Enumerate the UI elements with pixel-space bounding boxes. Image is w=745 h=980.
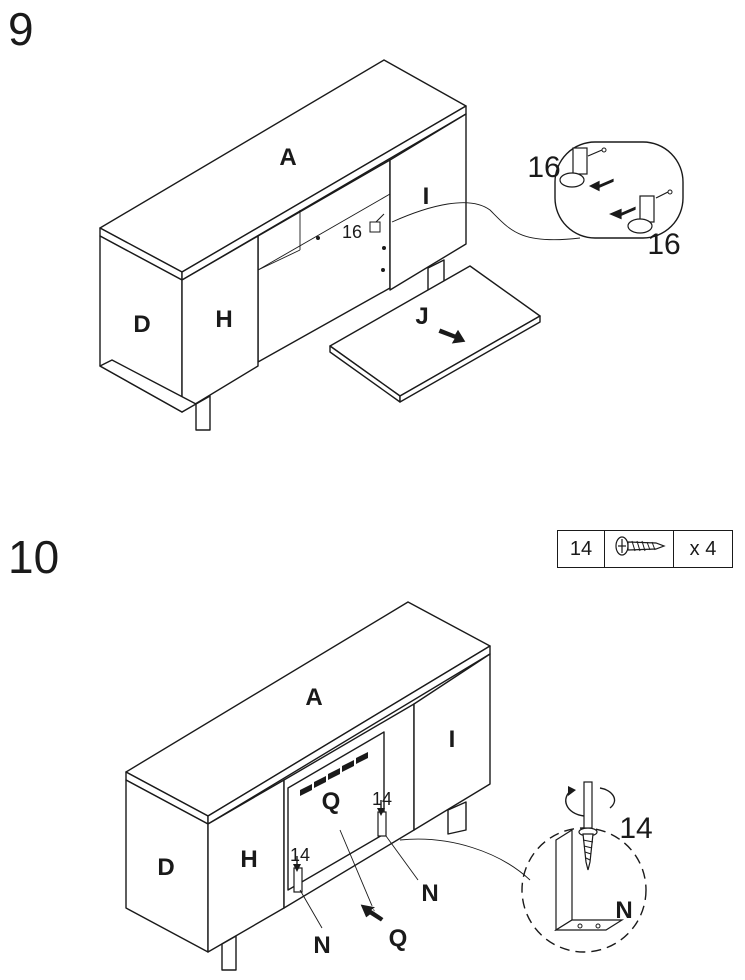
step-10-number: 10 [8, 531, 60, 583]
step-10-diagram: A I D H Q Q N N N 14 14 14 [125, 601, 653, 971]
label-part-n-detail: N [615, 897, 632, 924]
detail-leader-line [399, 838, 531, 881]
detail-leader-line [391, 202, 581, 241]
screw-detail-icon [578, 827, 598, 871]
step-9-number: 9 [8, 3, 34, 55]
hardware-icon-cell [604, 530, 674, 568]
hardware-quantity: x 4 [673, 530, 733, 568]
bracket-left-icon [293, 867, 303, 893]
bracket-detail-icon [553, 828, 625, 932]
back-panel-insert-arrow-icon [359, 903, 385, 923]
cabinet-leg-left [195, 395, 211, 431]
label-part-a: A [279, 144, 296, 171]
label-part-i: I [423, 183, 430, 210]
label-part-h: H [215, 306, 232, 333]
callout-14-right: 14 [372, 789, 392, 809]
shelf-support-detail-1-icon [559, 147, 607, 188]
label-part-d: D [157, 854, 174, 881]
label-part-n-right: N [421, 880, 438, 907]
label-part-q-panel: Q [322, 788, 341, 815]
label-part-q-arrow: Q [389, 925, 408, 952]
label-part-i: I [449, 726, 456, 753]
callout-16-detail-bottom: 16 [647, 228, 680, 261]
cabinet-left-door [181, 235, 259, 413]
detail-bubble [554, 141, 684, 239]
vent-slots-icon [300, 752, 368, 796]
shelf-side-edge [399, 315, 541, 403]
label-part-a: A [305, 684, 322, 711]
screw-icon [615, 536, 666, 556]
label-part-d: D [133, 311, 150, 338]
cabinet-base-rail [99, 359, 197, 413]
bracket-right-icon [377, 811, 387, 837]
label-part-j: J [415, 303, 428, 330]
shelf-support-icon [369, 213, 385, 233]
label-part-n-left: N [313, 932, 330, 959]
hardware-table: 14 x 4 [557, 530, 733, 568]
callout-16-detail-top: 16 [527, 151, 560, 184]
callout-14-left: 14 [290, 845, 310, 865]
step-9-diagram: A I D H J 16 16 16 [99, 59, 684, 431]
hardware-part-number: 14 [557, 530, 605, 568]
screw-arrow-left-icon [293, 856, 301, 872]
callout-14-detail: 14 [619, 812, 652, 845]
cabinet-right-door [413, 653, 491, 831]
cabinet-leg-left [221, 935, 237, 971]
callout-16-cabinet: 16 [342, 222, 362, 242]
shelf-slide-arrow-icon [437, 327, 467, 345]
rotation-arrow-icon [568, 786, 576, 796]
push-arrow-2-icon [606, 205, 637, 221]
screw-arrow-right-icon [377, 800, 385, 816]
label-part-h: H [240, 846, 257, 873]
cabinet-leg-right [447, 801, 467, 835]
shelf-support-detail-2-icon [627, 189, 673, 234]
cabinet-right-door [389, 113, 467, 291]
push-arrow-1-icon [587, 177, 615, 193]
